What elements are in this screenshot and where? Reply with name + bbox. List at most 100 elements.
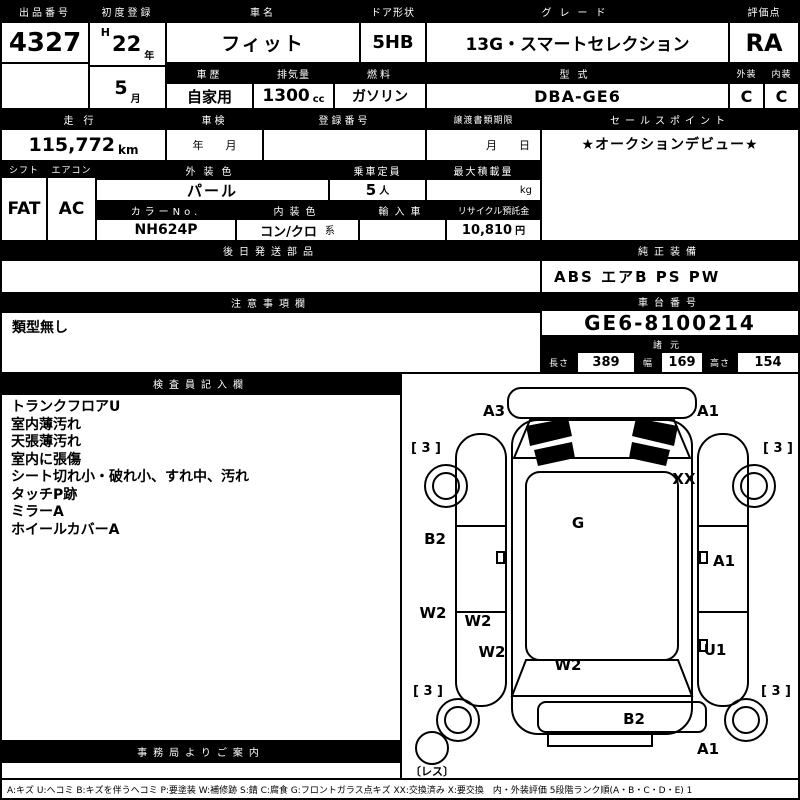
sales-point-box: ★オークションデビュー★ [542,130,798,240]
grade-label: グレード [427,2,728,21]
displacement: 1300 cc [254,84,333,108]
first-registration-label: 初度登録 [90,2,165,21]
inspector-note: 室内薄汚れ [11,416,81,433]
damage-marker: W2 [555,656,582,674]
width-label: 幅 [636,353,660,372]
legend-bar: A:キズ U:ヘコミ B:キズを伴うヘコミ P:要塗装 W:補修跡 S:錆 C:… [2,780,798,798]
interior-score-label: 内装 [765,64,798,82]
score: RA [730,23,798,62]
exterior-color-label: 外装色 [97,162,328,178]
width-value: 169 [662,353,702,372]
registration-number-label: 登録番号 [264,110,425,128]
capacity-unit: 人 [379,186,390,197]
interior-color-label: 内装色 [237,202,358,218]
inspector-note: ミラーA [11,504,64,520]
inspector-note: タッチP跡 [11,486,78,503]
exterior-color: パール [97,180,328,200]
caution-box: 類型無し [2,313,540,372]
door-handle [699,551,708,564]
model-code: DBA-GE6 [427,84,728,108]
interior-color-value: コン/クロ [260,224,317,240]
damage-marker: W2 [420,604,447,622]
displacement-value: 1300 [262,86,310,106]
damage-marker: [ 3 ] [411,441,441,456]
interior-color: コン/クロ 系 [237,220,358,240]
rear-bumper [537,701,707,733]
height-value: 154 [738,353,798,372]
sales-point-text: ★オークションデビュー★ [581,137,759,153]
transfer-deadline-label: 譲渡書類期限 [427,110,540,128]
inspector-label: 検査員記入欄 [2,374,400,393]
windshield [512,419,692,459]
inspector-note: シート切れ小・破れ小、すれ中、汚れ [11,469,249,485]
front-right-wheel [732,464,776,508]
mileage-label: 走行 [2,110,165,128]
damage-marker: U1 [704,641,727,659]
month-unit: 月 [130,94,141,105]
headlight-shapes [526,418,678,466]
door-shape-label: ドア形状 [361,2,425,21]
inspector-note: ホイールカバーA [11,521,120,538]
damage-marker: G [572,514,584,532]
displacement-label: 排気量 [254,64,333,82]
lot-number-label: 出品番号 [2,2,88,21]
fuel-label: 燃料 [335,64,425,82]
chassis-number: GE6-8100214 [542,311,798,335]
car-name: フィット [167,23,359,62]
front-bumper [507,387,697,419]
damage-marker: [ 3 ] [761,684,791,699]
import-label: 輸入車 [360,202,445,218]
recycle-deposit: 10,810 円 [447,220,540,240]
capacity: 5 人 [330,180,425,200]
recycle-value: 10,810 [461,222,513,238]
length-label: 長さ [542,353,576,372]
rear-left-wheel [436,698,480,742]
capacity-label: 乗車定員 [330,162,425,178]
legend-text: A:キズ U:ヘコミ B:キズを伴うヘコミ P:要塗装 W:補修跡 S:錆 C:… [7,785,693,796]
equipment-label: 純正装備 [542,242,798,259]
sales-point-label: セールスポイント [542,110,798,128]
caution-text: 類型無し [12,320,68,336]
mileage-unit: km [118,143,139,157]
rear-window [510,659,694,697]
roof-panel [525,471,679,661]
displacement-unit: cc [312,94,325,105]
mileage-value: 115,772 [28,134,116,156]
lot-number: 4327 [2,23,88,62]
interior-score: C [765,84,798,108]
damage-marker: [ 3 ] [763,441,793,456]
rear-gate-lower [547,733,653,747]
aircon-label: エアコン [48,162,95,176]
interior-color-suffix: 系 [324,226,335,237]
right-side-panel [697,433,749,707]
first-registration-month: 5 月 [90,67,165,108]
later-parts [2,261,540,292]
car-history: 自家用 [167,84,252,108]
era-letter: H [100,26,110,39]
equipment: ABS エアB PS PW [542,261,798,292]
door-handle [699,639,708,652]
reg-year: 22 [111,32,142,56]
door-shape: 5HB [361,23,425,62]
shaken-label: 車検 [167,110,262,128]
office-info-label: 事務局よりご案内 [2,742,400,761]
chassis-number-label: 車台番号 [542,294,798,309]
damage-marker: W2 [465,612,492,630]
damage-marker: [ 3 ] [413,684,443,699]
office-info-box [2,763,400,778]
score-label: 評価点 [730,2,798,21]
shaken-date: 年 月 [167,130,262,160]
exterior-score-label: 外装 [730,64,763,82]
model-code-label: 型式 [427,64,728,82]
height-label: 高さ [704,353,736,372]
front-left-wheel [424,464,468,508]
recycle-unit: 円 [515,226,526,237]
damage-marker: XX [672,470,696,488]
spare-wheel [415,731,449,765]
reg-month: 5 [114,76,128,99]
door-handle [496,551,505,564]
import-flag [360,220,445,240]
caution-label: 注意事項欄 [2,294,540,311]
